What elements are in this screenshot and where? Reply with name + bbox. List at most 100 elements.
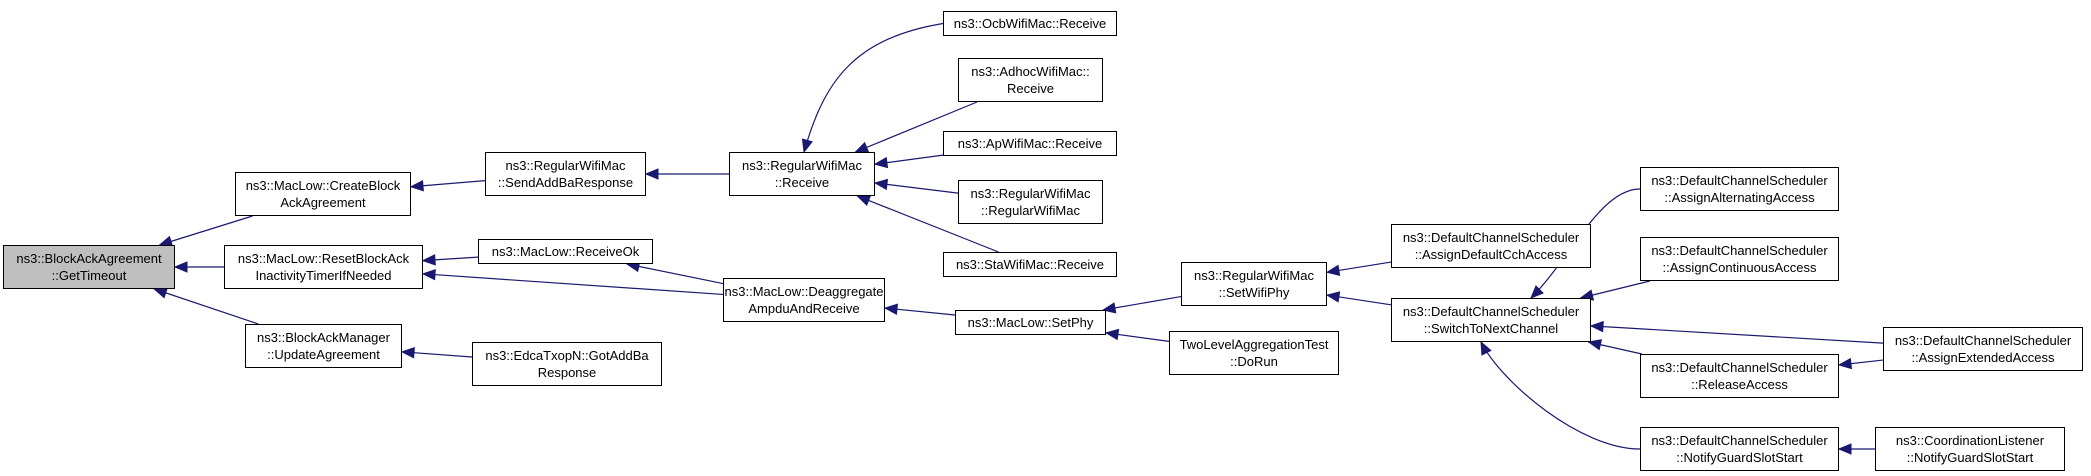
node-label-line: ns3::RegularWifiMac [505,158,626,173]
edge-set-wifi-phy-to-set-phy [1102,295,1182,311]
node-ocb-receive[interactable]: ns3::OcbWifiMac::Receive [943,11,1117,36]
node-label: ns3::AdhocWifiMac::Receive [971,63,1090,97]
node-set-phy[interactable]: ns3::MacLow::SetPhy [955,310,1106,335]
node-assign-extended[interactable]: ns3::DefaultChannelScheduler::AssignExte… [1883,327,2083,371]
node-release-access[interactable]: ns3::DefaultChannelScheduler::ReleaseAcc… [1640,354,1839,398]
node-receive-ok[interactable]: ns3::MacLow::ReceiveOk [478,239,653,264]
node-two-level-dorun[interactable]: TwoLevelAggregationTest::DoRun [1169,331,1339,375]
node-label-line: ::Receive [774,175,830,190]
edge-ocb-receive-to-regular-receive [803,22,944,153]
node-label-line: Receive [1007,81,1054,96]
node-label-line: ns3::MacLow::ReceiveOk [491,244,640,259]
node-label-line: AckAgreement [280,195,366,210]
edge-arrowhead [1104,328,1120,341]
node-label-line: ::DoRun [1230,354,1278,369]
node-label-line: ns3::DefaultChannelScheduler [1402,230,1580,245]
node-label-line: ::ReleaseAccess [1691,377,1788,392]
edge-arrowhead [801,138,813,154]
node-assign-default-cch[interactable]: ns3::DefaultChannelScheduler::AssignDefa… [1391,224,1591,268]
node-send-add-ba-response[interactable]: ns3::RegularWifiMac::SendAddBaResponse [485,152,646,196]
node-label-line: ns3::RegularWifiMac [1194,268,1314,283]
node-label: ns3::DefaultChannelScheduler::ReleaseAcc… [1651,359,1827,393]
node-label: ns3::DefaultChannelScheduler::SwitchToNe… [1403,303,1579,337]
edge-create-block-ack-to-root [159,215,253,246]
edge-adhoc-receive-to-regular-receive [855,101,978,153]
edge-arrowhead [421,254,436,266]
node-label-line: ::NotifyGuardSlotStart [1676,450,1803,465]
node-label-line: ::GetTimeout [51,268,127,283]
node-label-line: ns3::MacLow::SetPhy [967,315,1094,330]
node-label: ns3::DefaultChannelScheduler::AssignAlte… [1651,172,1827,206]
edge-arrowhead [873,156,889,169]
edge-arrowhead [1101,302,1117,314]
edge-arrowhead [1587,339,1603,351]
node-label-line: ::AssignExtendedAccess [1911,350,2055,365]
node-label-line: ns3::ApWifiMac::Receive [957,136,1103,151]
edge-arrowhead [1837,357,1853,370]
node-regular-receive[interactable]: ns3::RegularWifiMac::Receive [729,152,875,196]
node-notify-guard-sched[interactable]: ns3::DefaultChannelScheduler::NotifyGuar… [1640,427,1839,471]
edge-arrowhead [856,195,872,206]
node-label-line: ns3::BlockAckManager [257,330,390,345]
node-assign-continuous[interactable]: ns3::DefaultChannelScheduler::AssignCont… [1640,237,1839,281]
node-label: ns3::OcbWifiMac::Receive [954,15,1106,32]
node-label: ns3::RegularWifiMac::SendAddBaResponse [498,157,633,191]
node-label-line: ns3::AdhocWifiMac:: [971,64,1090,79]
node-coord-notify-guard[interactable]: ns3::CoordinationListener::NotifyGuardSl… [1875,427,2065,471]
node-label: ns3::DefaultChannelScheduler::AssignDefa… [1403,229,1579,263]
edge-arrowhead [883,303,899,316]
edge-arrowhead [854,141,870,153]
node-label-line: ::SetWifiPhy [1218,285,1290,300]
node-label-line: ns3::DefaultChannelScheduler [1402,304,1580,319]
node-label-line: ::NotifyGuardSlotStart [1906,450,2034,465]
node-label-line: ::RegularWifiMac [981,203,1080,218]
node-label: ns3::RegularWifiMac::SetWifiPhy [1194,267,1314,301]
node-assign-alternating[interactable]: ns3::DefaultChannelScheduler::AssignAlte… [1640,167,1839,211]
edge-arrowhead [173,261,188,273]
node-label-line: ::UpdateAgreement [267,347,380,362]
node-label-line: ns3::DefaultChannelScheduler [1651,243,1828,258]
node-label-line: ns3::CoordinationListener [1895,433,2045,448]
edge-arrowhead [1589,320,1604,333]
node-regular-ctor[interactable]: ns3::RegularWifiMac::RegularWifiMac [958,180,1103,224]
node-sta-receive[interactable]: ns3::StaWifiMac::Receive [943,252,1117,277]
node-root: ns3::BlockAckAgreement::GetTimeout [3,245,175,289]
node-label-line: ns3::MacLow::ResetBlockAck [237,251,410,266]
edge-deaggregate-to-reset-block-ack [422,273,724,296]
node-label-line: ::SwitchToNextChannel [1423,321,1559,336]
node-label: ns3::ApWifiMac::Receive [958,135,1103,152]
node-label: ns3::MacLow::ReceiveOk [492,243,639,260]
node-ap-receive[interactable]: ns3::ApWifiMac::Receive [943,131,1117,156]
edge-arrowhead [1530,285,1544,299]
edge-assign-extended-to-switch-to-next [1590,325,1884,344]
node-label-line: TwoLevelAggregationTest [1179,337,1329,352]
edge-update-agreement-to-root [154,288,259,325]
node-update-agreement[interactable]: ns3::BlockAckManager::UpdateAgreement [245,324,402,368]
node-set-wifi-phy[interactable]: ns3::RegularWifiMac::SetWifiPhy [1181,262,1327,306]
node-label: ns3::StaWifiMac::Receive [956,256,1104,273]
edge-arrowhead [409,179,424,192]
node-label-line: Response [537,365,597,380]
node-label-line: InactivityTimerIfNeeded [255,268,392,283]
node-label-line: ns3::DefaultChannelScheduler [1894,333,2072,348]
edge-arrowhead [421,268,436,281]
node-label: ns3::RegularWifiMac::Receive [742,157,862,191]
node-label-line: ::AssignAlternatingAccess [1664,190,1815,205]
node-label-line: ::AssignContinuousAccess [1662,260,1817,275]
edge-arrowhead [1480,340,1492,356]
node-label-line: AmpduAndReceive [748,301,860,316]
edge-arrowhead [1837,443,1852,455]
node-switch-to-next[interactable]: ns3::DefaultChannelScheduler::SwitchToNe… [1391,298,1591,342]
node-label: ns3::BlockAckManager::UpdateAgreement [257,329,390,363]
node-label: ns3::DefaultChannelScheduler::AssignCont… [1651,242,1827,276]
edge-arrowhead [1325,291,1341,303]
node-adhoc-receive[interactable]: ns3::AdhocWifiMac::Receive [958,58,1103,102]
node-label-line: ns3::MacLow::CreateBlock [245,178,401,193]
edge-sta-receive-to-regular-receive [857,195,999,253]
